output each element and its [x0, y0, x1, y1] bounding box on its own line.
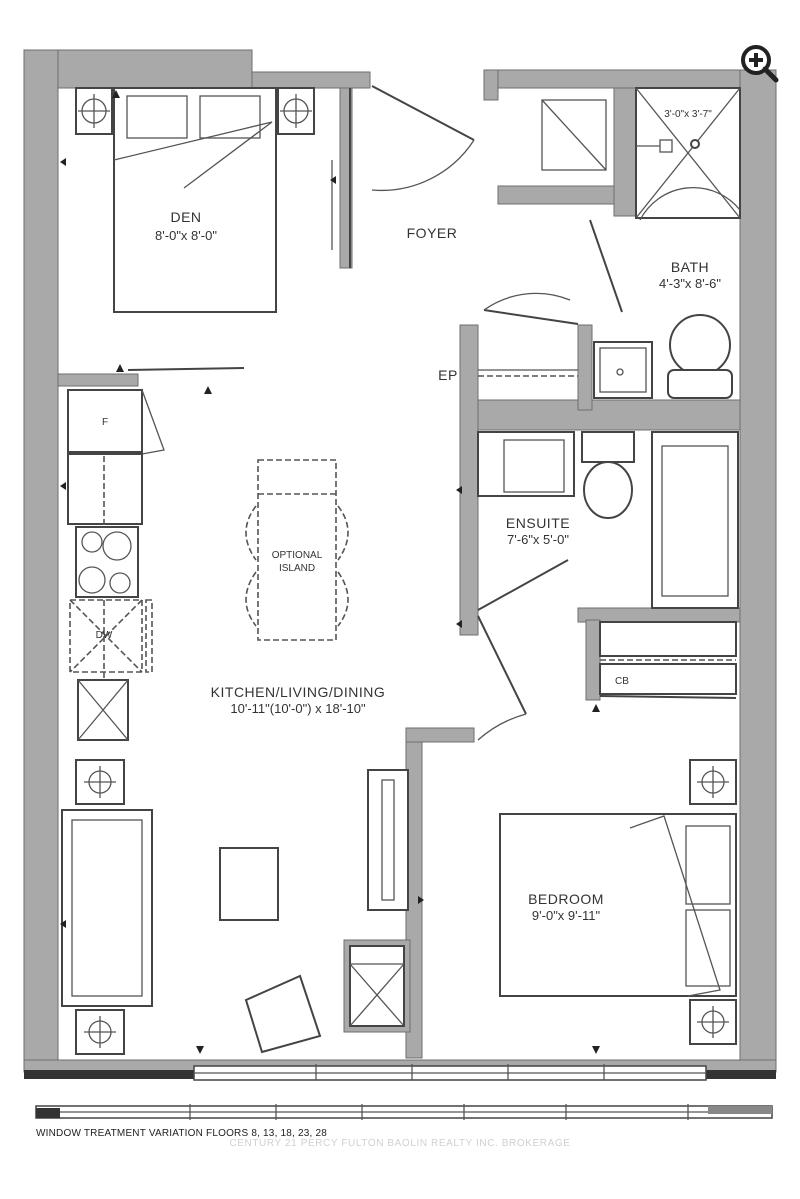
bedroom-dims: 9'-0"x 9'-11": [532, 908, 601, 923]
fridge-label: F: [102, 417, 108, 428]
brokerage-watermark: CENTURY 21 PERCY FULTON BAOLIN REALTY IN…: [229, 1138, 571, 1149]
bedroom-furniture: [499, 759, 737, 1045]
bath-label: BATH: [671, 259, 709, 275]
kitchen-living-dining-dims: 10'-11"(10'-0") x 18'-10": [230, 701, 366, 716]
foyer-label: FOYER: [407, 225, 458, 241]
bath-dims: 4'-3"x 8'-6": [659, 276, 721, 291]
den-dims: 8'-0"x 8'-0": [155, 228, 217, 243]
zoom-in-icon: [741, 45, 779, 83]
den-label: DEN: [170, 209, 201, 225]
ep-label: EP: [438, 367, 458, 383]
den-furniture: [75, 87, 351, 313]
ensuite-fixtures: [477, 431, 739, 741]
optional-island: [245, 459, 349, 641]
island-label-line2: ISLAND: [279, 563, 315, 574]
bath-shower: [541, 87, 741, 313]
shower-dims: 3'-0"x 3'-7": [664, 109, 712, 120]
kitchen-living-dining-label: KITCHEN/LIVING/DINING: [211, 684, 386, 700]
window-strip: [35, 1064, 773, 1120]
bedroom-closet: [599, 621, 737, 699]
closet-label: CB: [615, 676, 629, 687]
entry-door: [371, 85, 475, 192]
kitchen-cabinets: [67, 389, 165, 741]
bedroom-label: BEDROOM: [528, 891, 604, 907]
zoom-in-button[interactable]: [738, 42, 780, 84]
walls: [23, 49, 777, 1079]
living-furniture: [61, 759, 411, 1055]
outlet-markers: [60, 90, 600, 1054]
island-label-line1: OPTIONAL: [272, 550, 323, 561]
room-labels: DEN 8'-0"x 8'-0" FOYER BATH 4'-3"x 8'-6"…: [96, 109, 722, 923]
bath-fixtures: [478, 292, 733, 399]
window-treatment-note: WINDOW TREATMENT VARIATION FLOORS 8, 13,…: [36, 1128, 328, 1139]
ensuite-dims: 7'-6"x 5'-0": [507, 532, 569, 547]
ensuite-label: ENSUITE: [506, 515, 570, 531]
dishwasher-label: DW: [96, 630, 113, 641]
